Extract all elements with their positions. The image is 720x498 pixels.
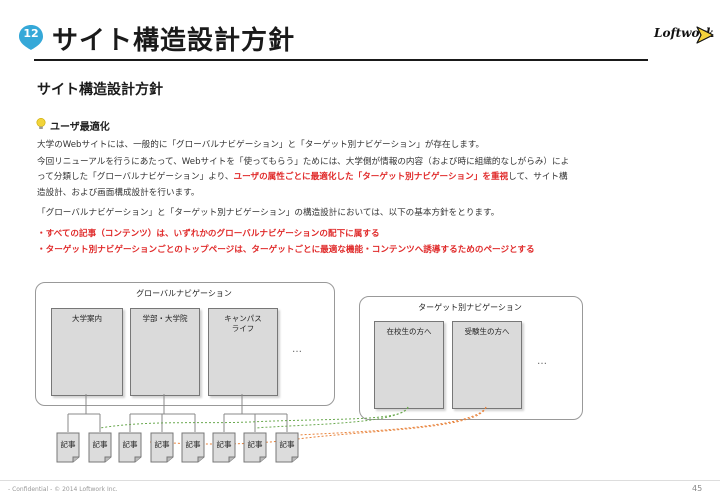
article-label: 記事 (247, 440, 263, 449)
document-icon (118, 432, 142, 463)
card-label: 学部・大学院 (142, 314, 188, 323)
article-icon: 記事 (243, 432, 267, 467)
global-nav-card-campus-life: キャンパス ライフ (208, 308, 278, 396)
target-nav-more: … (537, 356, 548, 367)
article-icon: 記事 (118, 432, 142, 467)
body-line-4: 造設計、および画面構成設計を行います。 (37, 188, 200, 198)
footer-confidential: - Confidential - © 2014 Loftwork Inc. (8, 486, 118, 493)
global-nav-card-faculties: 学部・大学院 (130, 308, 200, 396)
page-title: サイト構造設計方針 (52, 26, 296, 56)
document-icon (88, 432, 112, 463)
body-line-3-pre: って分類した「グローバルナビゲーション」より、 (37, 172, 234, 182)
logo-arrow-icon (696, 26, 714, 44)
card-label: キャンパス ライフ (224, 314, 262, 333)
document-icon (243, 432, 267, 463)
lightbulb-bullet-icon (36, 118, 46, 129)
bullet-heading: ユーザ最適化 (50, 122, 110, 133)
global-nav-label: グローバルナビゲーション (136, 289, 232, 298)
card-label: 受験生の方へ (464, 327, 510, 336)
article-icon: 記事 (150, 432, 174, 467)
target-nav-card-students: 在校生の方へ (374, 321, 444, 409)
document-icon (181, 432, 205, 463)
body-line-5: 「グローバルナビゲーション」と「ターゲット別ナビゲーション」の構造設計においては… (37, 208, 500, 218)
footer-page-number: 45 (692, 484, 703, 493)
document-icon (212, 432, 236, 463)
body-line-3-post: して、サイト構 (508, 172, 568, 182)
title-divider (34, 59, 648, 61)
body-line-3-emphasis: ユーザの属性ごとに最適化した「ターゲット別ナビゲーション」を重視 (233, 172, 509, 182)
policy-2: ・ターゲット別ナビゲーションごとのトップページは、ターゲットごとに最適な機能・コ… (37, 245, 535, 255)
section-title: サイト構造設計方針 (37, 82, 163, 98)
article-label: 記事 (185, 440, 201, 449)
page-number-badge-icon (19, 25, 43, 50)
document-icon (56, 432, 80, 463)
target-nav-card-applicants: 受験生の方へ (452, 321, 522, 409)
document-icon (275, 432, 299, 463)
article-icon: 記事 (88, 432, 112, 467)
global-nav-more: … (292, 344, 303, 355)
article-label: 記事 (122, 440, 138, 449)
article-label: 記事 (279, 440, 295, 449)
card-label: 在校生の方へ (386, 327, 432, 336)
article-label: 記事 (216, 440, 232, 449)
footer-divider (0, 480, 720, 481)
body-line-2: 今回リニューアルを行うにあたって、Webサイトを「使ってもらう」ためには、大学側… (37, 157, 570, 167)
global-nav-card-about: 大学案内 (51, 308, 123, 396)
body-line-1: 大学のWebサイトには、一般的に「グローバルナビゲーション」と「ターゲット別ナビ… (37, 140, 485, 150)
article-icon: 記事 (56, 432, 80, 467)
document-icon (150, 432, 174, 463)
article-icon: 記事 (181, 432, 205, 467)
body-line-3: って分類した「グローバルナビゲーション」より、ユーザの属性ごとに最適化した「ター… (37, 168, 657, 186)
article-label: 記事 (154, 440, 170, 449)
page-number: 12 (23, 27, 39, 40)
article-icon: 記事 (275, 432, 299, 467)
article-label: 記事 (92, 440, 108, 449)
card-label: 大学案内 (72, 314, 102, 323)
target-nav-label: ターゲット別ナビゲーション (418, 303, 522, 312)
article-icon: 記事 (212, 432, 236, 467)
article-label: 記事 (60, 440, 76, 449)
policy-1: ・すべての記事（コンテンツ）は、いずれかのグローバルナビゲーションの配下に属する (37, 229, 380, 239)
